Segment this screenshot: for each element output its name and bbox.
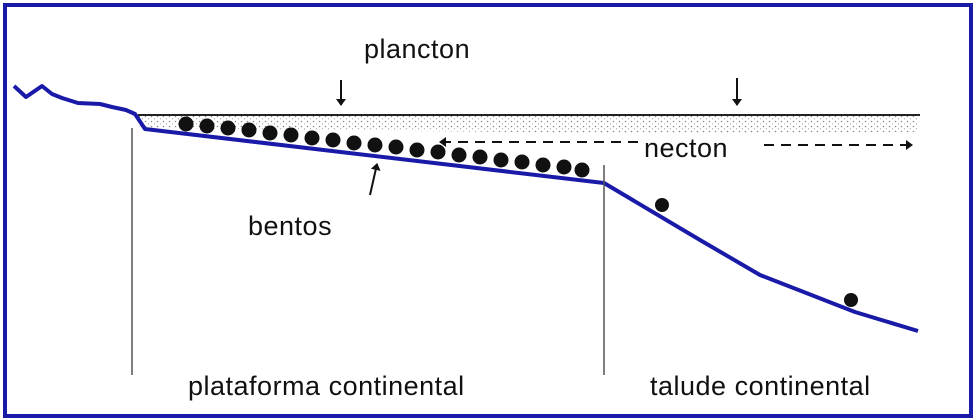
benthos-arrow [369, 163, 381, 196]
benthos-dot [367, 137, 383, 153]
benthos-label: bentos [248, 211, 333, 241]
benthos-dot [451, 147, 467, 163]
slope-label: talude continental [650, 371, 871, 401]
benthos-dot [535, 157, 551, 173]
benthos-dot [556, 159, 572, 175]
benthos-dot [283, 127, 299, 143]
nekton-label: necton [644, 133, 729, 163]
plankton-label: plancton [364, 34, 471, 64]
diagram-frame [3, 3, 973, 418]
benthos-dot [199, 118, 215, 134]
benthos-dot [430, 144, 446, 160]
benthos-dot [304, 130, 320, 146]
benthos-dot [574, 162, 590, 178]
seafloor-profile [12, 84, 919, 333]
benthos-dot [409, 142, 425, 158]
benthos-dot [178, 116, 194, 132]
benthos-dot [844, 293, 858, 307]
benthos-dot [388, 139, 404, 155]
benthos-dot [241, 122, 257, 138]
benthos-dot [514, 154, 530, 170]
benthos-dots [178, 116, 858, 307]
plankton-zone [138, 115, 918, 133]
benthos-dot [346, 135, 362, 151]
benthos-dot [493, 152, 509, 168]
benthos-dot [220, 120, 236, 136]
benthos-dot [325, 132, 341, 148]
benthos-dot [262, 125, 278, 141]
benthos-dot [472, 149, 488, 165]
shelf-label: plataforma continental [188, 371, 465, 401]
benthos-dot [655, 198, 669, 212]
